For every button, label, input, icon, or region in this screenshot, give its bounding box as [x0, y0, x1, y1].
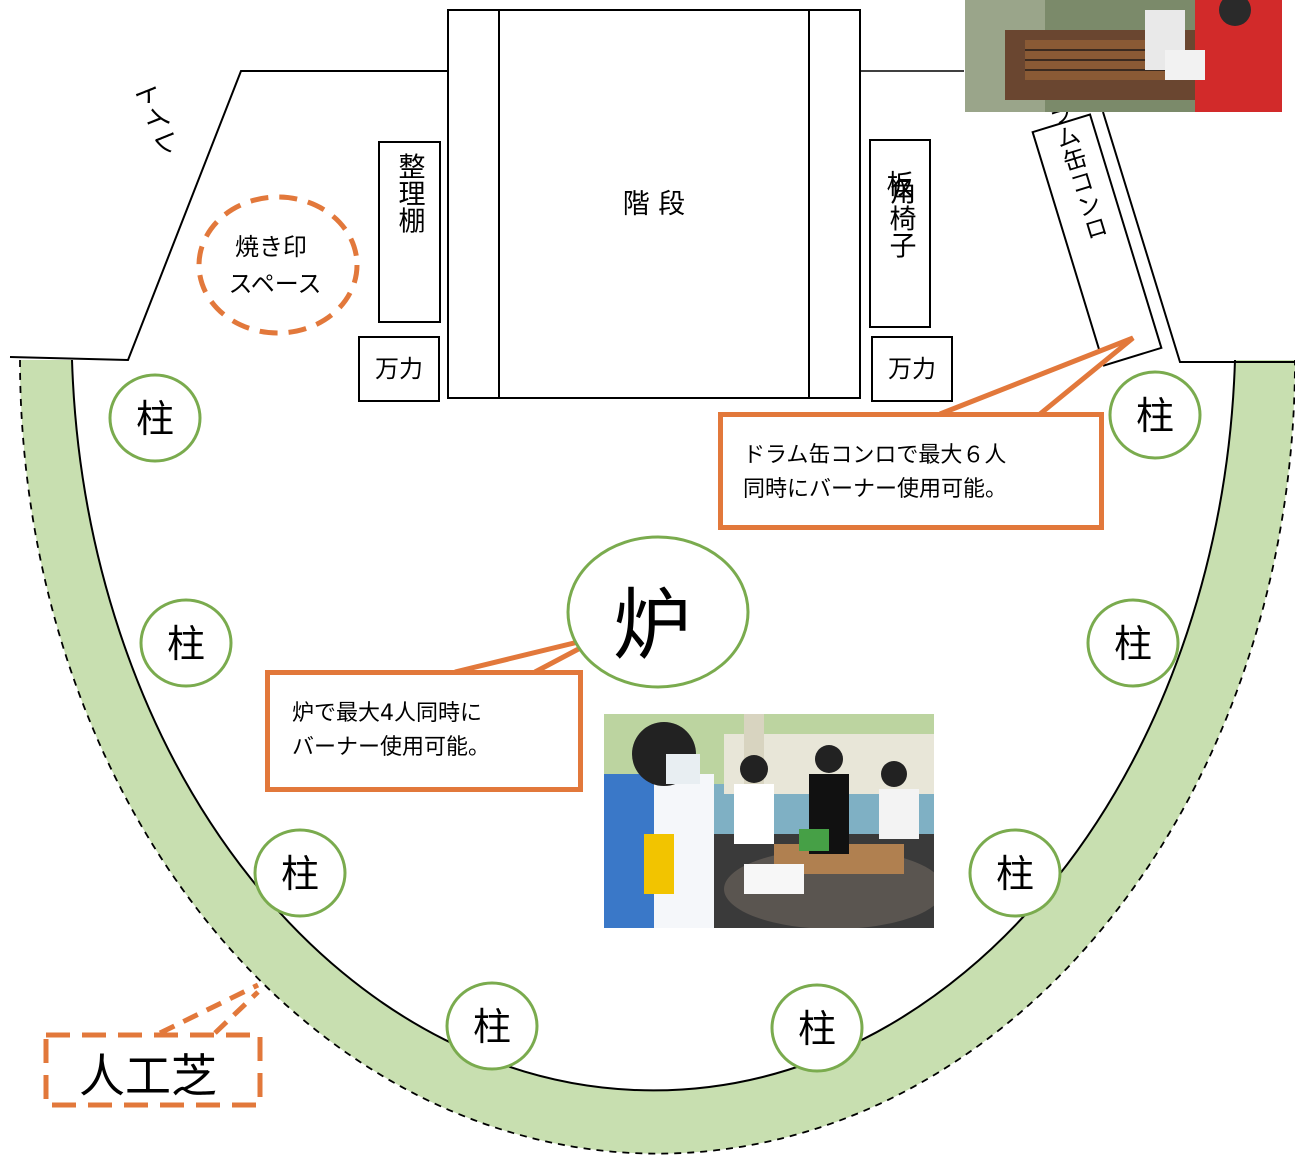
drum-stove: ドラム缶コンロ — [1031, 75, 1163, 367]
furnace-callout: 炉で最大4人同時に バーナー使用可能。 — [265, 670, 583, 792]
toilet-label: トイレ — [127, 77, 184, 161]
photo-grill-branding — [965, 0, 1282, 112]
vise-right-label: 万力 — [888, 355, 936, 383]
shelf-label: 整理棚 — [394, 152, 426, 233]
pillar-label: 柱 — [136, 397, 174, 441]
pillar-7: 柱 — [445, 981, 539, 1071]
pillar-label: 柱 — [473, 1005, 511, 1049]
outer-boundary-dashed — [19, 359, 1295, 1155]
pillar-label: 柱 — [281, 852, 319, 896]
furnace-label: 炉 — [613, 581, 691, 671]
pillar-label: 柱 — [798, 1007, 836, 1051]
pillar-circle — [1108, 370, 1202, 460]
building-outline-right-edge — [1102, 111, 1295, 363]
drum-stove-callout: ドラム缶コンロで最大６人 同時にバーナー使用可能。 — [718, 412, 1104, 530]
building-outline-left — [9, 70, 448, 362]
chairs-label: 角椅子 — [885, 177, 917, 258]
vise-left-label: 万力 — [375, 355, 423, 383]
photo-students-burner — [604, 714, 934, 928]
turf-pointer — [158, 982, 260, 1036]
furnace-circle — [566, 535, 750, 689]
pillar-1: 柱 — [108, 373, 202, 463]
boards-label: 板 — [887, 170, 914, 201]
pillar-circle — [968, 828, 1062, 918]
pillar-2: 柱 — [1108, 370, 1202, 460]
pillar-circle — [253, 828, 347, 918]
pillar-6: 柱 — [968, 828, 1062, 918]
vise-right-box — [871, 336, 953, 402]
pillar-circle — [445, 981, 539, 1071]
shelf-box — [378, 141, 441, 323]
pillar-8: 柱 — [770, 983, 864, 1073]
turf-label-box — [43, 1032, 263, 1108]
pillar-label: 柱 — [996, 852, 1034, 896]
pillar-label: 柱 — [167, 622, 205, 666]
pillar-5: 柱 — [253, 828, 347, 918]
pillar-label: 柱 — [1136, 394, 1174, 438]
pillar-3: 柱 — [139, 598, 233, 688]
pillars: 柱柱柱柱柱柱柱柱 — [108, 370, 1202, 1073]
pillar-circle — [1086, 598, 1180, 688]
drum-stove-callout-pointer — [939, 335, 1135, 417]
pillar-label: 柱 — [1114, 622, 1152, 666]
pillar-circle — [139, 598, 233, 688]
pillar-circle — [770, 983, 864, 1073]
pillar-circle — [108, 373, 202, 463]
stairs-label: 階 段 — [623, 189, 686, 220]
inner-boundary — [71, 359, 1236, 1092]
branding-space-label-2: スペース — [228, 270, 321, 298]
branding-space-circle — [196, 194, 360, 336]
pillar-4: 柱 — [1086, 598, 1180, 688]
turf-label: 人工芝 — [79, 1049, 217, 1103]
boards-chairs-box — [869, 139, 931, 328]
vise-left-box — [358, 336, 440, 402]
branding-space-label-1: 焼き印 — [235, 233, 307, 261]
stairs-block — [447, 9, 861, 399]
